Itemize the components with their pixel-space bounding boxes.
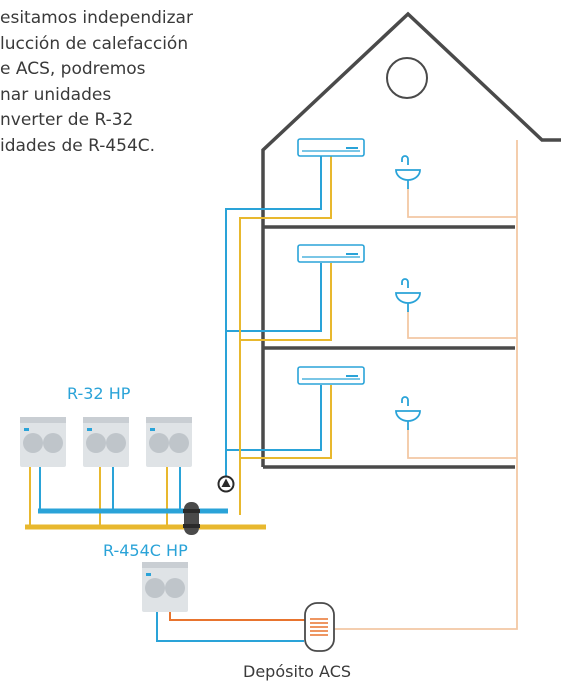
intro-line-4: nar unidades: [0, 84, 112, 105]
tank-label: Depósito ACS: [243, 662, 352, 681]
r454c-label: R-454C HP: [103, 541, 188, 560]
intro-line-6: idades de R-454C.: [0, 135, 156, 156]
pump-icon: [217, 475, 235, 493]
house-outline: [261, 11, 561, 469]
intro-text: esitamos independizar lucción de calefac…: [0, 6, 270, 159]
intro-line-2: lucción de calefacción: [0, 33, 189, 54]
hydraulic-separator: [183, 502, 200, 535]
indoor-unit-1: [297, 138, 365, 157]
sink-icon-2: [395, 278, 421, 312]
acs-tank: [304, 602, 335, 652]
acs-distribution-pipes: [334, 140, 518, 630]
sink-icon-3: [395, 396, 421, 430]
intro-line-1: esitamos independizar: [0, 8, 193, 28]
outdoor-unit-r32-3: [146, 417, 192, 467]
outdoor-unit-r32-2: [83, 417, 129, 467]
indoor-unit-3: [297, 366, 365, 385]
r32-label: R-32 HP: [67, 384, 131, 403]
sink-icon-1: [395, 155, 421, 189]
intro-line-5: nverter de R-32: [0, 110, 134, 130]
outdoor-unit-r32-1: [20, 417, 66, 467]
yellow-pipes: [29, 152, 332, 527]
orange-pipe: [169, 610, 305, 621]
outdoor-unit-r454c: [142, 562, 188, 612]
intro-line-3: e ACS, podremos: [0, 59, 146, 79]
indoor-unit-2: [297, 244, 365, 263]
